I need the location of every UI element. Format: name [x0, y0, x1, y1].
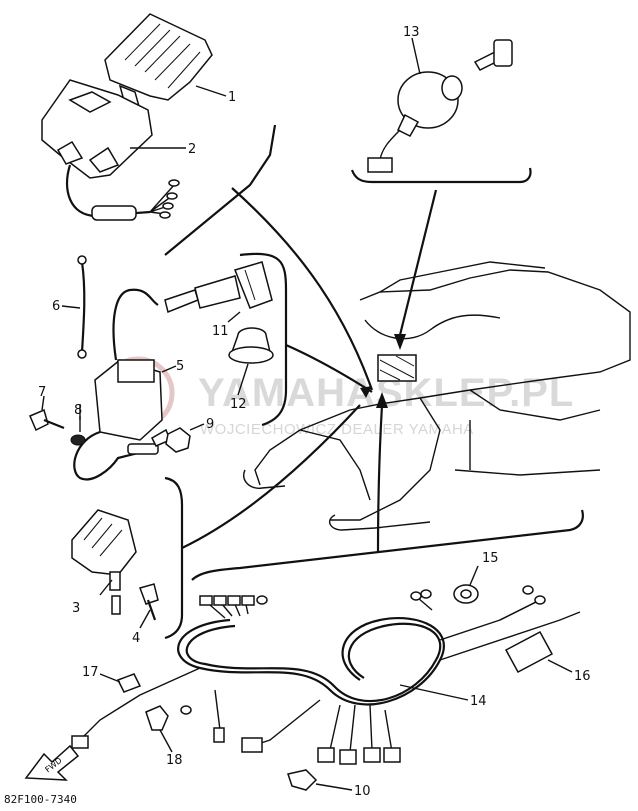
label-part-13: 13	[403, 25, 420, 40]
pointer-lines	[181, 187, 438, 553]
label-part-17: 17	[82, 665, 99, 680]
part-2-cdi-unit	[41, 79, 180, 221]
part-9-nut	[165, 427, 191, 453]
label-part-18: 18	[166, 753, 183, 768]
part-labels: 1 2 3 4 5 6 7 8 9 10 11 12 13 14 15 16 1…	[38, 25, 591, 799]
part-10-clamp	[287, 769, 318, 791]
part-13-main-switch	[367, 39, 513, 173]
part-3-regulator	[71, 509, 137, 591]
label-part-1: 1	[228, 90, 236, 105]
part-15-grommet	[453, 584, 479, 604]
part-17-cap	[116, 673, 142, 693]
part-12-rubber-boot	[228, 327, 274, 364]
leader-lines	[41, 37, 573, 791]
part-14-wire-harness	[71, 585, 581, 765]
part-1-ignitor-cover	[104, 13, 213, 111]
group-brackets	[164, 124, 584, 640]
label-part-9: 9	[206, 417, 214, 432]
part-11-plug-cap	[164, 261, 273, 314]
label-part-2: 2	[188, 142, 196, 157]
label-part-10: 10	[354, 784, 371, 799]
snowmobile-outline	[243, 261, 631, 531]
label-part-11: 11	[212, 324, 229, 339]
label-part-12: 12	[230, 397, 247, 412]
label-part-8: 8	[74, 403, 82, 418]
label-part-5: 5	[176, 359, 184, 374]
label-part-3: 3	[72, 601, 80, 616]
label-part-7: 7	[38, 385, 46, 400]
label-part-4: 4	[132, 631, 140, 646]
part-7-bolt	[29, 408, 65, 432]
part-6-ground-lead	[77, 255, 87, 359]
label-part-16: 16	[574, 669, 591, 684]
part-5-ignition-coil	[73, 288, 171, 481]
part-4-bolt	[111, 583, 159, 621]
label-part-6: 6	[52, 299, 60, 314]
label-part-14: 14	[470, 694, 487, 709]
diagram-code: 82F100-7340	[4, 793, 77, 806]
fwd-arrow: FWD	[24, 744, 80, 781]
part-16-coupler-cover	[504, 630, 554, 674]
label-part-15: 15	[482, 551, 499, 566]
part-18-clamp	[145, 705, 192, 731]
